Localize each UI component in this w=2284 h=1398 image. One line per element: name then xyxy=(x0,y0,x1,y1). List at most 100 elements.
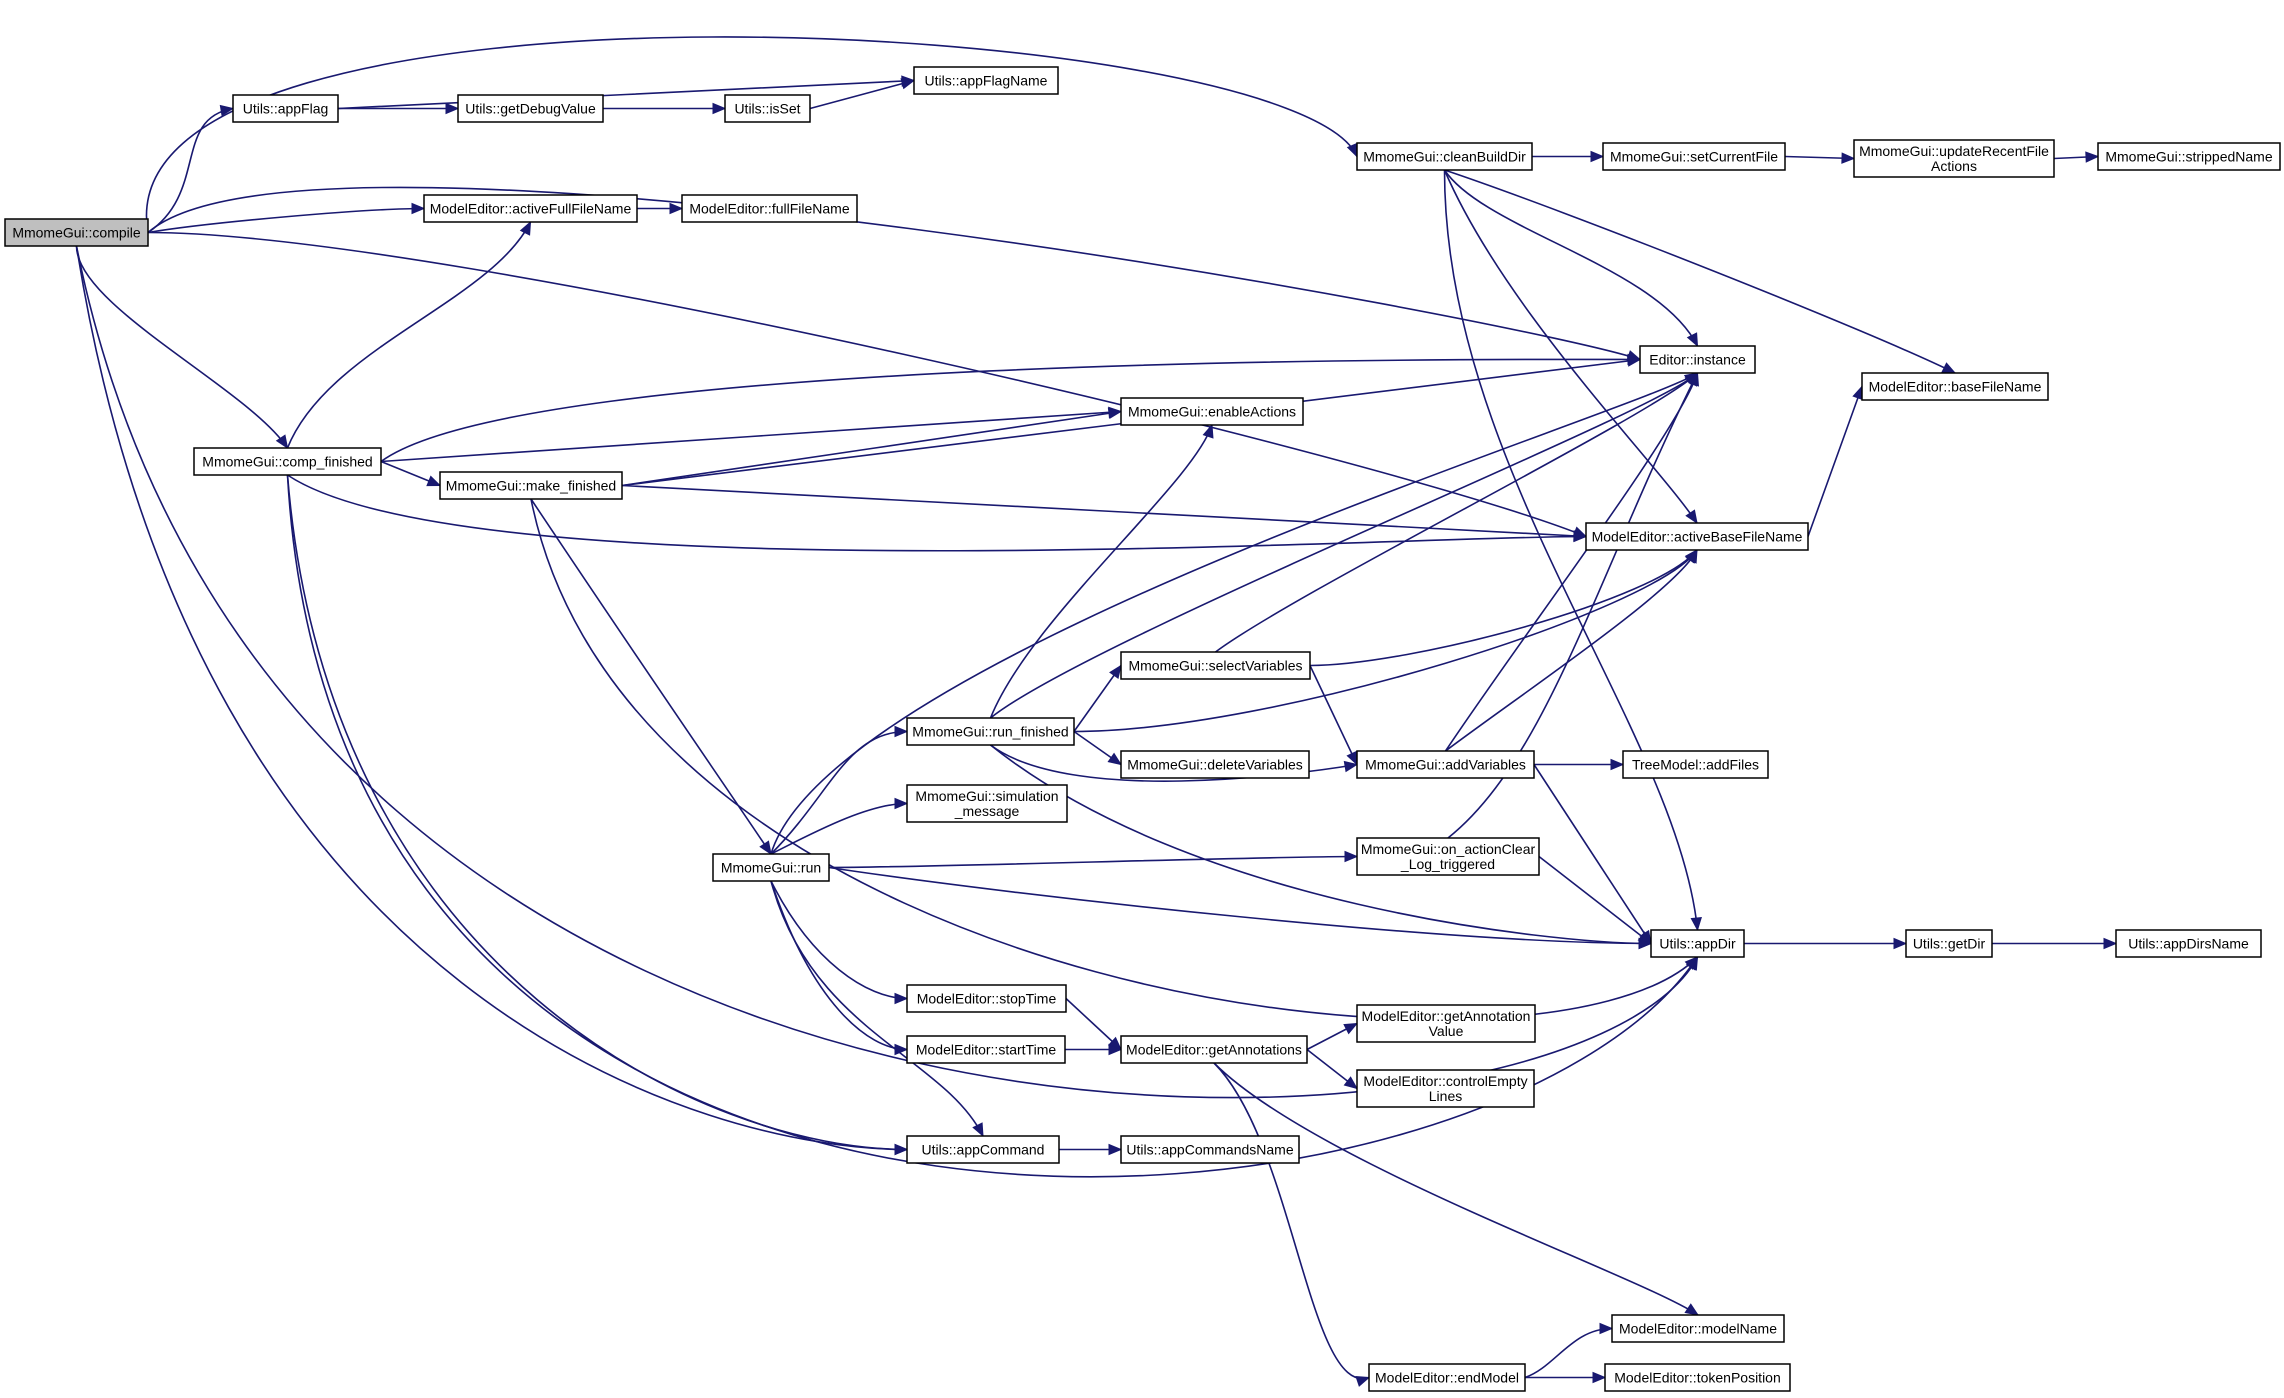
edge-arrowhead xyxy=(894,992,909,1005)
edge-cleanBuildDir-to-baseFileName xyxy=(1444,169,1957,374)
node-label: Utils::appCommand xyxy=(922,1142,1045,1158)
edge-line xyxy=(1538,855,1652,945)
node-startTime[interactable]: ModelEditor::startTime xyxy=(906,1035,1066,1064)
node-on_actionClear[interactable]: MmomeGui::on_actionClear_Log_triggered xyxy=(1356,837,1540,876)
node-appCommand[interactable]: Utils::appCommand xyxy=(906,1135,1060,1164)
node-simulation_message[interactable]: MmomeGui::simulation_message xyxy=(906,784,1068,823)
edge-line xyxy=(1807,386,1863,537)
node-getDir[interactable]: Utils::getDir xyxy=(1905,929,1993,958)
edge-arrowhead xyxy=(1610,758,1625,771)
node-baseFileName[interactable]: ModelEditor::baseFileName xyxy=(1861,372,2049,401)
edge-arrowhead xyxy=(1107,752,1123,766)
node-label: Utils::appFlagName xyxy=(925,73,1048,89)
node-getDebugValue[interactable]: Utils::getDebugValue xyxy=(457,94,604,123)
node-enableActions[interactable]: MmomeGui::enableActions xyxy=(1120,397,1304,426)
edge-line xyxy=(287,474,1587,552)
node-run[interactable]: MmomeGui::run xyxy=(712,853,830,882)
edge-line xyxy=(990,372,1699,719)
node-instance[interactable]: Editor::instance xyxy=(1639,345,1756,374)
node-box xyxy=(423,194,638,223)
node-appDir[interactable]: Utils::appDir xyxy=(1650,929,1745,958)
edge-on_actionClear-to-instance xyxy=(1447,371,1699,839)
node-stopTime[interactable]: ModelEditor::stopTime xyxy=(906,984,1067,1013)
node-label: MmomeGui::run_finished xyxy=(912,724,1068,740)
node-compile[interactable]: MmomeGui::compile xyxy=(4,218,149,247)
node-label: ModelEditor::baseFileName xyxy=(1869,379,2042,395)
edge-line xyxy=(1073,549,1698,733)
node-activeFullFileName[interactable]: ModelEditor::activeFullFileName xyxy=(423,194,638,223)
node-box xyxy=(1120,651,1311,680)
edge-arrowhead xyxy=(712,102,727,115)
node-getAnnotations[interactable]: ModelEditor::getAnnotations xyxy=(1120,1035,1308,1064)
node-comp_finished[interactable]: MmomeGui::comp_finished xyxy=(193,447,382,476)
node-label: ModelEditor::activeFullFileName xyxy=(430,201,632,217)
edge-line xyxy=(75,245,289,449)
node-box xyxy=(913,66,1059,95)
edge-arrowhead xyxy=(1590,150,1605,163)
node-strippedName[interactable]: MmomeGui::strippedName xyxy=(2097,142,2281,171)
edge-arrowhead xyxy=(1107,407,1123,420)
node-endModel[interactable]: ModelEditor::endModel xyxy=(1368,1363,1526,1392)
edge-arrowhead xyxy=(1343,760,1359,773)
node-addFiles[interactable]: TreeModel::addFiles xyxy=(1622,750,1769,779)
node-box xyxy=(2115,929,2262,958)
edge-line xyxy=(145,36,1358,233)
node-deleteVariables[interactable]: MmomeGui::deleteVariables xyxy=(1120,750,1310,779)
node-tokenPosition[interactable]: ModelEditor::tokenPosition xyxy=(1604,1363,1791,1392)
edge-arrowhead xyxy=(1108,1143,1123,1156)
edge-arrowhead xyxy=(2103,937,2118,950)
node-box xyxy=(1120,397,1304,426)
edge-arrowhead xyxy=(1684,1303,1700,1316)
node-label: Lines xyxy=(1429,1088,1462,1104)
edge-setCurrentFile-to-updateRecentFileActions xyxy=(1784,152,1856,164)
node-box xyxy=(4,218,149,247)
node-box xyxy=(681,194,858,223)
node-selectVariables[interactable]: MmomeGui::selectVariables xyxy=(1120,651,1311,680)
node-box xyxy=(1639,345,1756,374)
edge-arrowhead xyxy=(1893,937,1908,950)
node-cleanBuildDir[interactable]: MmomeGui::cleanBuildDir xyxy=(1356,142,1533,171)
node-box xyxy=(457,94,604,123)
node-fullFileName[interactable]: ModelEditor::fullFileName xyxy=(681,194,858,223)
node-box xyxy=(439,471,623,500)
edge-compile-to-cleanBuildDir xyxy=(145,36,1358,233)
node-appDirsName[interactable]: Utils::appDirsName xyxy=(2115,929,2262,958)
node-label: Utils::appFlag xyxy=(243,101,329,117)
node-label: TreeModel::addFiles xyxy=(1632,757,1759,773)
node-isSet[interactable]: Utils::isSet xyxy=(724,94,811,123)
node-appFlagName[interactable]: Utils::appFlagName xyxy=(913,66,1059,95)
edge-line xyxy=(286,474,908,1151)
edge-getAnnotations-to-modelName xyxy=(1213,1062,1700,1316)
node-label: Utils::getDir xyxy=(1913,936,1986,952)
edge-activeBaseFileName-to-baseFileName xyxy=(1807,385,1864,537)
edge-arrowhead xyxy=(1108,1043,1123,1056)
node-box xyxy=(1356,750,1535,779)
edge-arrowhead xyxy=(2085,151,2100,163)
node-box xyxy=(906,717,1075,746)
node-label: Utils::appDir xyxy=(1659,936,1736,952)
edge-arrowhead xyxy=(426,475,442,487)
node-label: ModelEditor::startTime xyxy=(916,1042,1057,1058)
node-make_finished[interactable]: MmomeGui::make_finished xyxy=(439,471,623,500)
edge-line xyxy=(380,410,1122,463)
edge-arrowhead xyxy=(1109,664,1122,680)
node-run_finished[interactable]: MmomeGui::run_finished xyxy=(906,717,1075,746)
edge-arrowhead xyxy=(1592,1371,1607,1384)
node-modelName[interactable]: ModelEditor::modelName xyxy=(1611,1314,1785,1343)
node-addVariables[interactable]: MmomeGui::addVariables xyxy=(1356,750,1535,779)
node-setCurrentFile[interactable]: MmomeGui::setCurrentFile xyxy=(1602,142,1786,171)
node-activeBaseFileName[interactable]: ModelEditor::activeBaseFileName xyxy=(1585,522,1809,551)
edge-line xyxy=(1444,169,1956,374)
edge-updateRecentFileActions-to-strippedName xyxy=(2053,151,2100,163)
edge-run_finished-to-selectVariables xyxy=(1073,664,1122,732)
node-box xyxy=(1356,1069,1535,1108)
node-label: _Log_triggered xyxy=(1400,856,1495,872)
node-appFlag[interactable]: Utils::appFlag xyxy=(232,94,339,123)
node-appCommandsName[interactable]: Utils::appCommandsName xyxy=(1120,1135,1300,1164)
edge-line xyxy=(1309,665,1358,765)
node-box xyxy=(1356,1004,1536,1043)
